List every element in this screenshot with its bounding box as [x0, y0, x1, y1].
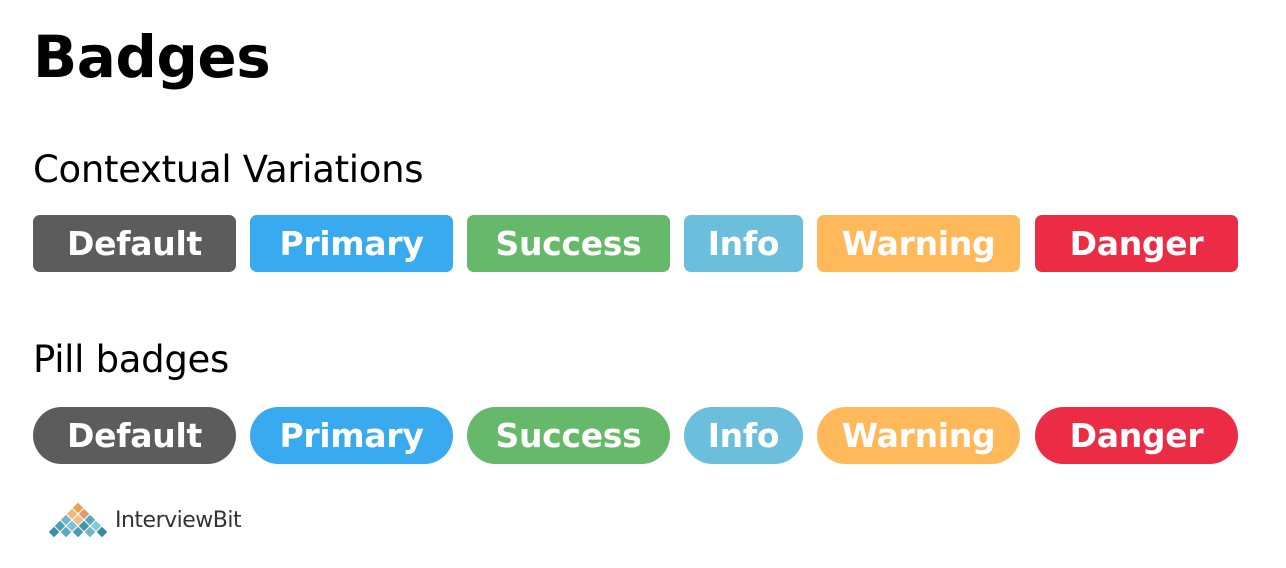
- badge-danger: Danger: [1035, 215, 1238, 272]
- logo-text: InterviewBit: [115, 507, 242, 533]
- badge-default: Default: [33, 215, 236, 272]
- pill-badge-warning: Warning: [817, 407, 1020, 464]
- pill-badge-primary: Primary: [250, 407, 453, 464]
- interviewbit-logo: InterviewBit: [47, 500, 242, 540]
- page-title: Badges: [33, 23, 271, 91]
- diamond-lattice-icon: [47, 501, 109, 539]
- pill-badges-heading: Pill badges: [33, 338, 229, 381]
- badge-primary: Primary: [250, 215, 453, 272]
- pill-badge-info: Info: [684, 407, 803, 464]
- badge-info: Info: [684, 215, 803, 272]
- contextual-variations-heading: Contextual Variations: [33, 148, 424, 191]
- badge-success: Success: [467, 215, 670, 272]
- pill-badge-default: Default: [33, 407, 236, 464]
- pill-badge-danger: Danger: [1035, 407, 1238, 464]
- pill-badge-success: Success: [467, 407, 670, 464]
- badge-warning: Warning: [817, 215, 1020, 272]
